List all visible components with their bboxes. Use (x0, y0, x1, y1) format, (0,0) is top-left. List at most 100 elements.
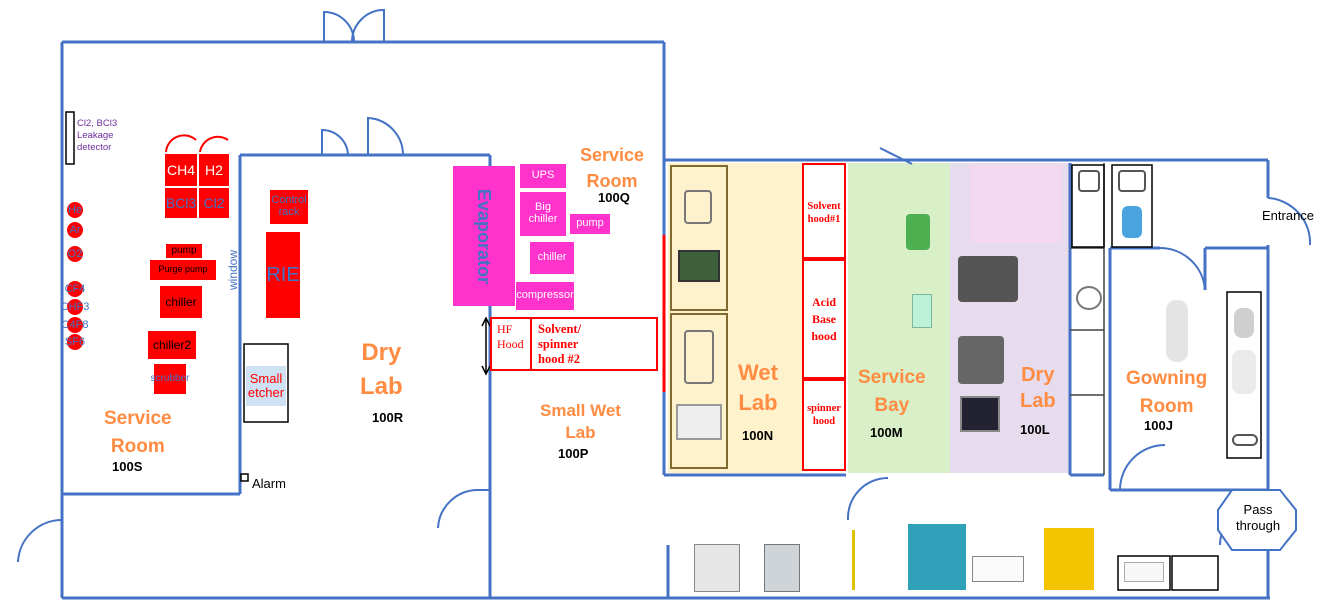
profilometer-icon (958, 336, 1004, 384)
h2-cylinder: H2 (199, 154, 229, 186)
evaporator-label: Evaporator (474, 188, 495, 284)
solvent-hood-1-label: Solvent hood#1 (807, 201, 841, 225)
room-100p-name-line1: Small Wet (540, 401, 621, 420)
bunny-suit-icon (1232, 350, 1256, 394)
ch4-cylinder: CH4 (165, 154, 197, 186)
room-100q-name-line1: Service (580, 145, 645, 165)
room-100q-number: 100Q (598, 190, 630, 205)
monitor-icon (678, 250, 720, 282)
room-100n-name-line2: Lab (738, 390, 778, 415)
microscope-2-icon (684, 330, 714, 384)
room-100l-name-line1: Dry (1021, 364, 1055, 386)
pump: pump (166, 244, 202, 258)
room-100r-name: Dry Lab (360, 336, 403, 404)
gloves-icon (1122, 206, 1142, 238)
chiller: chiller (160, 286, 202, 318)
sink-2-icon (1118, 170, 1146, 192)
control-rack: Control rack (270, 190, 308, 224)
pass-through-label: Pass through (1224, 502, 1292, 534)
spin-coater-icon (1076, 286, 1102, 310)
room-100r-name-line1: Dry (361, 339, 402, 366)
oven-icon (764, 544, 800, 592)
wet-lab-bench-lower (670, 313, 728, 469)
alarm-label: Alarm (252, 476, 286, 491)
rie-tool: RIE (266, 232, 300, 318)
room-100s-name: Service Room (104, 405, 172, 461)
acid-base-hood[interactable] (802, 259, 846, 379)
microscope-icon (684, 190, 712, 224)
room-100m-number: 100M (870, 425, 903, 440)
desiccator-icon (676, 404, 722, 440)
cleanroom-suit-icon (1166, 300, 1188, 362)
room-100m-name-line1: Service (858, 367, 926, 388)
evaporator: Evaporator (453, 166, 515, 306)
gas-bottle-chf3: CHF3 (60, 299, 90, 315)
room-100s-name-line1: Service (104, 408, 172, 429)
room-100j-name-line1: Gowning (1126, 368, 1208, 389)
hf-hood-label: HF Hood (497, 322, 524, 351)
room-100j-name: Gowning Room (1126, 365, 1207, 421)
gas-bottle-ar: Ar (67, 222, 83, 238)
room-100s-number: 100S (112, 459, 143, 474)
dry-lab-100l-highlight (970, 165, 1062, 243)
ups: UPS (520, 164, 566, 188)
spinner-hood[interactable] (802, 379, 846, 471)
computer-icon (960, 396, 1000, 432)
chiller-unit-icon (912, 294, 932, 328)
purge-pump: Purge pump (150, 260, 216, 280)
chiller2: chiller2 (148, 331, 196, 359)
room-100q-name-line2: Room (586, 171, 638, 191)
glasses-icon (1232, 434, 1258, 446)
gas-bottle-o2: O2 (67, 246, 83, 262)
wet-lab-hood-zone (802, 163, 848, 473)
room-100m-name-line2: Bay (874, 395, 910, 416)
spinner-hood-label: spinner hood (807, 403, 841, 427)
room-100r-number: 100R (372, 410, 404, 425)
room-100p-number: 100P (558, 446, 589, 461)
solvent-hood-1[interactable] (802, 163, 846, 259)
refrigerator-icon (694, 544, 740, 592)
room-100m-name: Service Bay (858, 364, 926, 420)
small-etcher: Small etcher (246, 366, 286, 406)
room-100n-name-line1: Wet (738, 360, 778, 385)
acid-cabinet-icon (908, 524, 966, 590)
gas-bottle-he: He (67, 202, 83, 218)
gas-bottle-c4f8: C4F8 (61, 317, 89, 333)
room-100s-name-line2: Room (110, 436, 165, 457)
hf-solvent-hood-frame (490, 317, 658, 371)
gas-bottle-sf6: SF6 (64, 334, 86, 350)
entrance-label: Entrance (1262, 208, 1315, 223)
wet-lab-bench-upper (670, 165, 728, 311)
chiller-100q: chiller (530, 242, 574, 274)
leak-detector-label: Cl2, BCl3 Leakage detector (77, 118, 118, 153)
gas-cylinders-icon (906, 214, 930, 250)
solvent-spinner-hood-2-label: Solvent/ spinner hood #2 (538, 322, 582, 366)
scrubber: scrubber (151, 364, 189, 394)
room-100l-number: 100L (1020, 422, 1050, 437)
room-100j-name-line2: Room (1139, 396, 1194, 417)
tray-icon (972, 556, 1024, 582)
pump-100q: pump (570, 214, 610, 234)
flammable-cabinet-icon (1044, 528, 1094, 590)
acid-base-hood-label: Acid Base hood (811, 295, 837, 343)
pass-through-text: Pass through (1235, 502, 1281, 533)
service-bay-zone (848, 163, 950, 473)
room-100n-number: 100N (742, 428, 774, 443)
window-label: window (226, 249, 240, 290)
compressor: compressor (516, 282, 574, 310)
room-100j-number: 100J (1144, 418, 1173, 433)
eyewash-icon (852, 530, 874, 590)
probe-station-icon (958, 256, 1018, 302)
bcl3-cylinder: BCl3 (165, 188, 197, 218)
room-100l-name-line2: Lab (1020, 390, 1056, 412)
hf-hood-divider (530, 317, 532, 371)
pass-through-tray-icon (1124, 562, 1164, 582)
room-100l-name: Dry Lab (1020, 362, 1056, 414)
room-100q-name: Service Room (580, 142, 644, 194)
room-100n-name: Wet Lab (738, 358, 778, 418)
gas-bottle-cf4: CF4 (64, 281, 86, 297)
sink-icon (1078, 170, 1100, 192)
room-100r-name-line2: Lab (360, 373, 403, 400)
big-chiller: Big chiller (520, 192, 566, 236)
